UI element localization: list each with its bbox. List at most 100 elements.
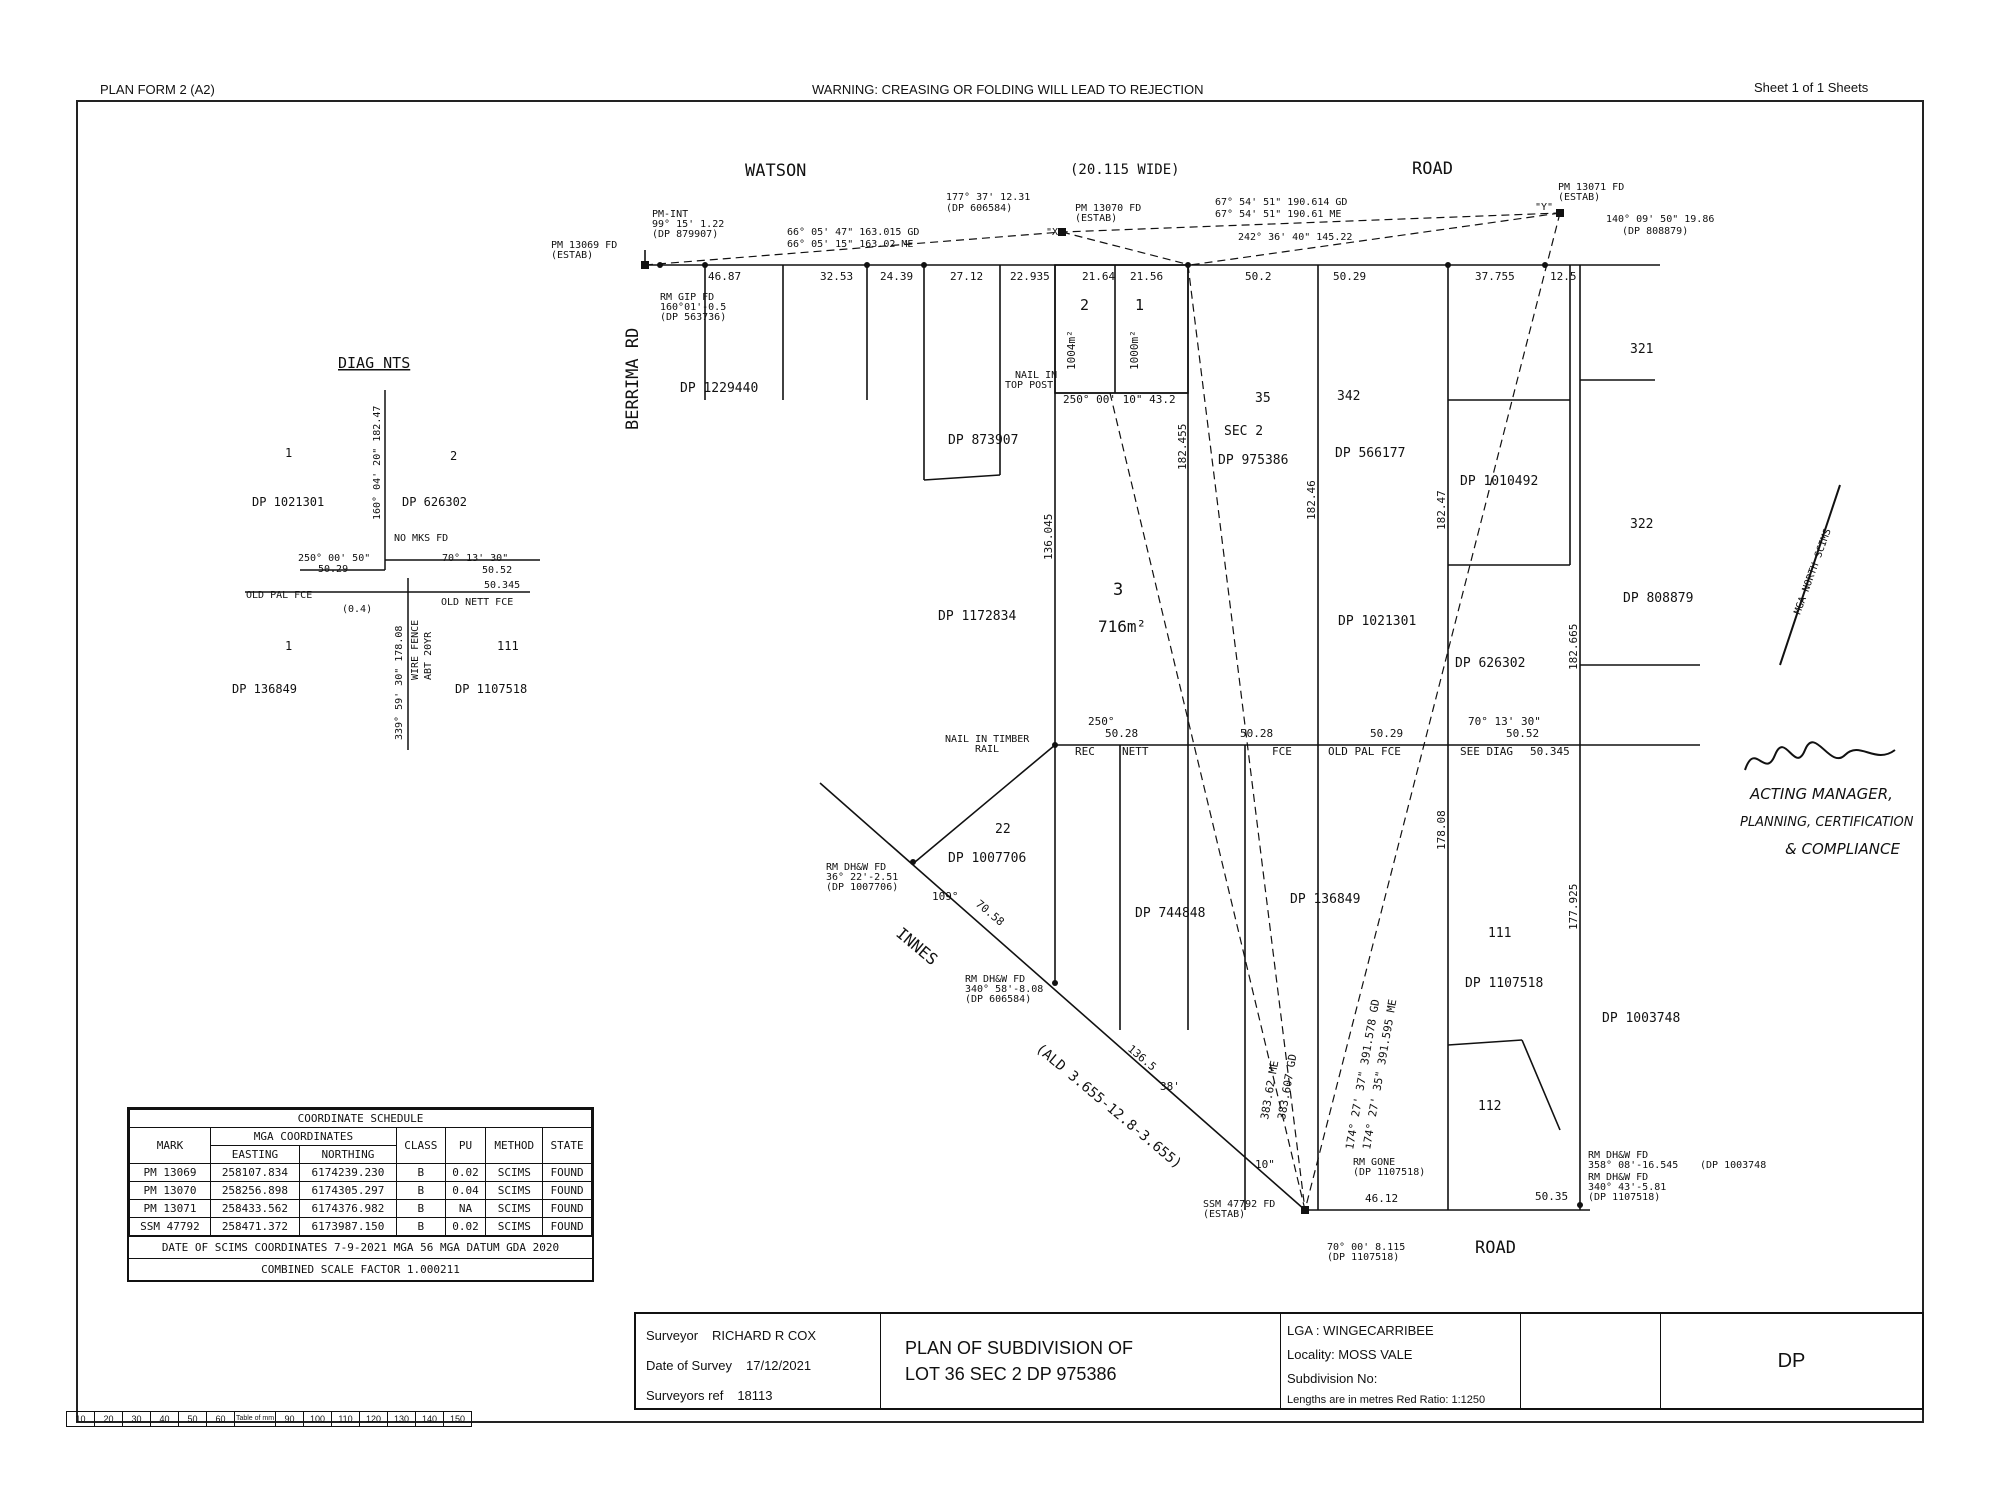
coord-cell-cls: B xyxy=(395,1217,446,1236)
scale-tick: 20 xyxy=(95,1412,123,1426)
diag-b2d: 50.52 xyxy=(482,565,512,576)
lot-1-area: 1000m² xyxy=(1128,330,1141,370)
road-watson-suffix: ROAD xyxy=(1412,159,1453,179)
label-nail-post2: TOP POST xyxy=(1005,380,1053,391)
coord-cell-e: 258433.562 xyxy=(209,1199,300,1218)
label-rm-br1-b: 358° 08'-16.545 xyxy=(1588,1160,1678,1171)
dim-c1: 250° 00' 10" 43.2 xyxy=(1063,393,1176,406)
coord-h-state: STATE xyxy=(542,1127,592,1164)
dim-c10: 50.35 xyxy=(1535,1190,1568,1203)
label-rm-dhw2-b: 340° 58'-8.08 xyxy=(965,984,1043,995)
fence: FCE xyxy=(1272,745,1292,758)
boundary-lines xyxy=(644,212,1700,1211)
label-rm-gone-dp: (DP 1107518) xyxy=(1353,1167,1425,1178)
dp-1172834: DP 1172834 xyxy=(938,609,1016,624)
dp-1229440: DP 1229440 xyxy=(680,381,758,396)
label-b7-dp: (DP 808879) xyxy=(1622,226,1688,237)
label-rm-dhw2-dp: (DP 606584) xyxy=(965,994,1031,1005)
plan-frame xyxy=(76,100,1924,1423)
diagram-nts: DIAG NTS 1 2 DP 1021301 DP 626302 160° 0… xyxy=(232,354,540,750)
dim-c8: 50.345 xyxy=(1530,745,1570,758)
label-estab4: (ESTAB) xyxy=(1203,1209,1245,1220)
dim-v5: 182.665 xyxy=(1567,624,1580,670)
see-diag: SEE DIAG xyxy=(1460,745,1513,758)
coord-cell-cls: B xyxy=(395,1199,446,1218)
lot-2-number: 2 xyxy=(1080,296,1089,314)
coord-cell-n: 6174305.297 xyxy=(298,1181,397,1200)
label-rm-gip-b: 160°01'-0.5 xyxy=(660,302,726,313)
dim-7: 21.56 xyxy=(1130,270,1163,283)
coord-h-method: METHOD xyxy=(485,1127,544,1164)
diag-lot3: 1 xyxy=(285,639,292,653)
survey-date: 17/12/2021 xyxy=(746,1357,812,1373)
rec: REC xyxy=(1075,745,1095,758)
dp-566177: DP 566177 xyxy=(1335,446,1405,461)
dim-c7: 50.52 xyxy=(1506,727,1539,740)
coord-cell-e: 258107.834 xyxy=(209,1163,300,1182)
label-nail-rail2: RAIL xyxy=(975,744,999,755)
dim-i2: 136.5 xyxy=(1125,1042,1159,1073)
dim-i3: 109° xyxy=(932,890,959,903)
lot-1-number: 1 xyxy=(1135,296,1144,314)
coord-cell-pu: NA xyxy=(444,1199,487,1218)
scale-tick: 100 xyxy=(304,1412,332,1426)
plan-title: PLAN OF SUBDIVISION OF xyxy=(905,1338,1134,1358)
coord-cell-method: SCIMS xyxy=(485,1163,544,1182)
coord-cell-method: SCIMS xyxy=(485,1181,544,1200)
lga: LGA : WINGECARRIBEE xyxy=(1287,1322,1434,1338)
coord-date: DATE OF SCIMS COORDINATES 7-9-2021 MGA 5… xyxy=(129,1236,592,1258)
scale-tick: Table of mm xyxy=(235,1412,276,1426)
diag-nomks: NO MKS FD xyxy=(394,533,448,544)
scale-tick: 90 xyxy=(276,1412,304,1426)
coord-h-mga: MGA COORDINATES xyxy=(209,1127,397,1146)
coord-cell-cls: B xyxy=(395,1163,446,1182)
dim-3: 24.39 xyxy=(880,270,913,283)
coord-scale-factor: COMBINED SCALE FACTOR 1.000211 xyxy=(129,1258,592,1280)
road-innes: INNES xyxy=(892,924,941,970)
diag-dp2: DP 626302 xyxy=(402,495,467,509)
dim-i4: 38' xyxy=(1160,1080,1180,1093)
surveyor-name: RICHARD R COX xyxy=(712,1327,817,1343)
surveyor-ref: 18113 xyxy=(737,1387,773,1403)
label-b7: 140° 09' 50" 19.86 xyxy=(1606,214,1714,225)
lot-3-area: 716m² xyxy=(1098,617,1146,636)
label-pm13071: PM 13071 FD xyxy=(1558,182,1624,193)
scale-tick: 10 xyxy=(67,1412,95,1426)
label-estab: (ESTAB) xyxy=(551,250,593,261)
label-rm-br2-dp: (DP 1107518) xyxy=(1588,1192,1660,1203)
old-pal-fence: OLD PAL FCE xyxy=(1328,745,1401,758)
diag-b3: 50.345 xyxy=(484,580,520,591)
label-pm13069: PM 13069 FD xyxy=(551,240,617,251)
dim-v1: 136.045 xyxy=(1042,514,1055,560)
coord-cell-method: SCIMS xyxy=(485,1199,544,1218)
scale-tick: 50 xyxy=(179,1412,207,1426)
dim-c6: 70° 13' 30" xyxy=(1468,715,1541,728)
locality: Locality: MOSS VALE xyxy=(1287,1346,1413,1362)
diag-b1: 250° 00' 50" xyxy=(298,553,370,564)
folding-warning: WARNING: CREASING OR FOLDING WILL LEAD T… xyxy=(812,82,1204,97)
dim-c5: 50.29 xyxy=(1370,727,1403,740)
dimension-labels: 46.87 32.53 24.39 27.12 22.935 21.64 21.… xyxy=(708,270,1580,1205)
coord-cell-n: 6174376.982 xyxy=(298,1199,397,1218)
dp-1010492: DP 1010492 xyxy=(1460,474,1538,489)
dp-873907: DP 873907 xyxy=(948,433,1018,448)
surveyor-label: Surveyor xyxy=(646,1327,699,1343)
diag-dp1: DP 1021301 xyxy=(252,495,324,509)
dim-2: 32.53 xyxy=(820,270,853,283)
label-traverse-me: 66° 05' 15" 163.02 ME xyxy=(787,239,913,250)
diag-title: DIAG NTS xyxy=(338,354,410,372)
dim-10: 37.755 xyxy=(1475,270,1515,283)
lot-3-number: 3 xyxy=(1113,580,1123,600)
coord-h-northing: NORTHING xyxy=(298,1145,397,1164)
lot-35: 35 xyxy=(1255,391,1271,406)
label-bottom-dp: (DP 1107518) xyxy=(1327,1252,1399,1263)
dim-6: 21.64 xyxy=(1082,270,1115,283)
approval-signature: ACTING MANAGER, PLANNING, CERTIFICATION … xyxy=(1735,730,1935,858)
plan-lot: LOT 36 SEC 2 DP 975386 xyxy=(905,1364,1117,1384)
diag-vb: 339° 59' 30" 178.08 xyxy=(394,626,405,740)
label-y: "Y" xyxy=(1535,202,1553,213)
dim-v7: 177.925 xyxy=(1567,884,1580,930)
sheet-number: Sheet 1 of 1 Sheets xyxy=(1754,80,1869,95)
